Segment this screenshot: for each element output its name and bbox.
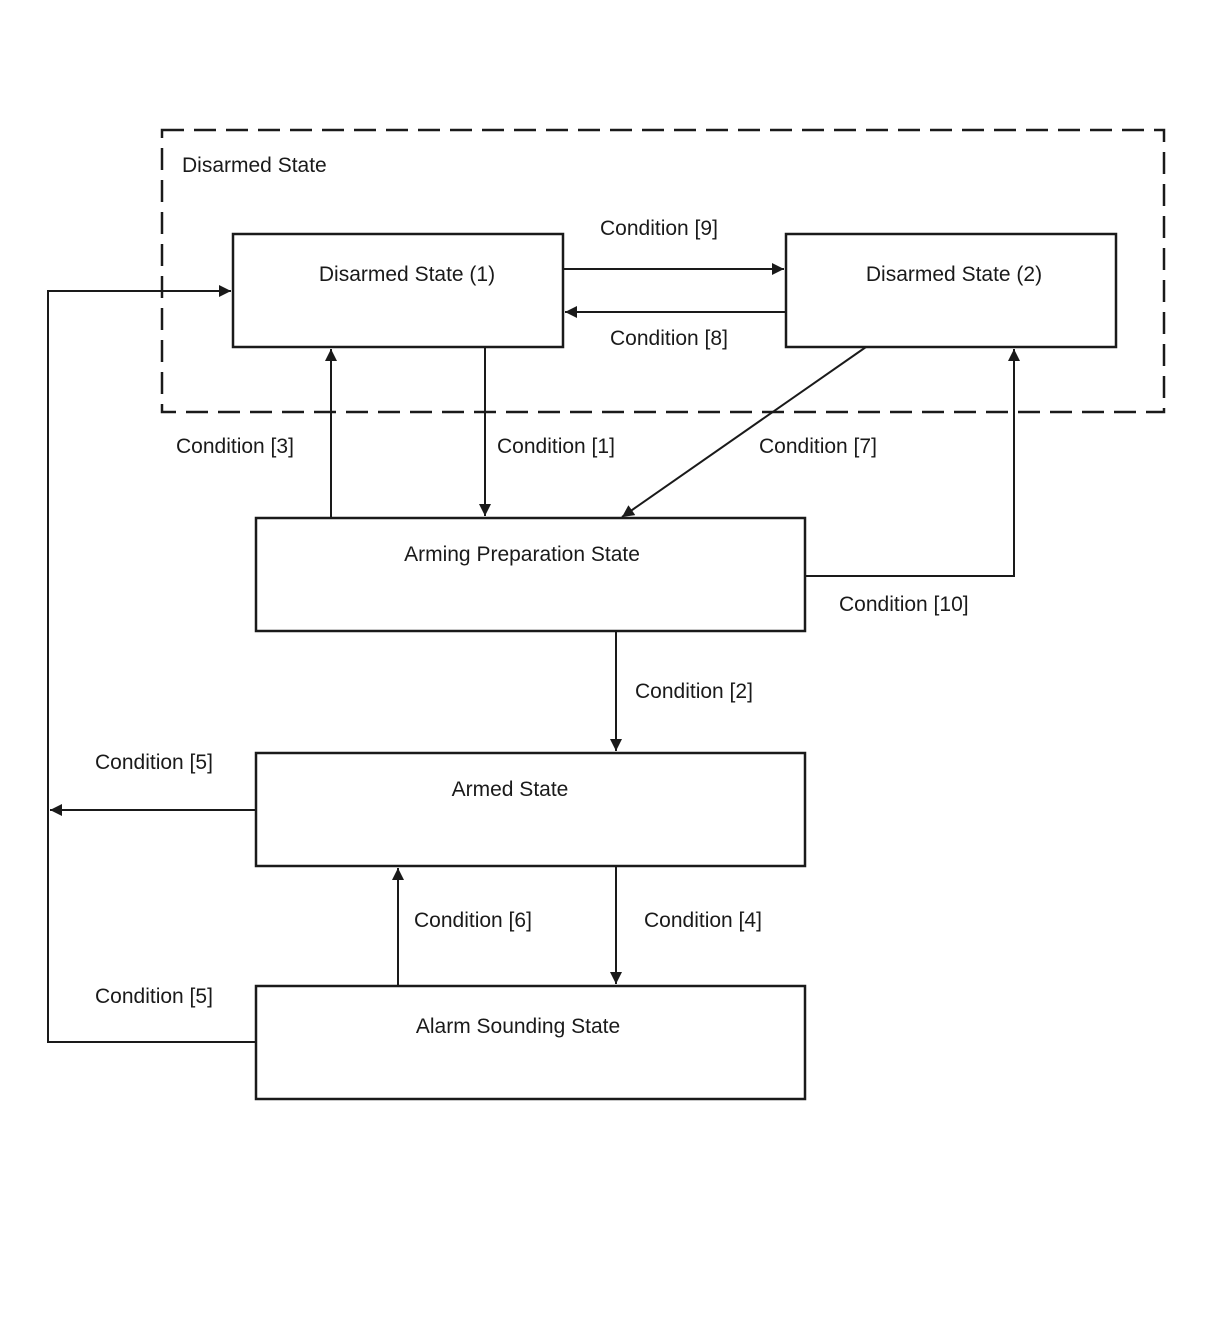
state-disarmed-1-label: Disarmed State (1) [319,263,495,286]
condition-5-armed-label: Condition [5] [95,751,213,774]
condition-10-label: Condition [10] [839,593,969,616]
condition-6-label: Condition [6] [414,909,532,932]
disarmed-state-group-label: Disarmed State [182,154,327,177]
state-disarmed-2: Disarmed State (2) [784,232,1118,349]
edge-condition-5-alarm [47,285,256,1043]
condition-3-label: Condition [3] [176,435,294,458]
edge-condition-7 [621,346,867,518]
state-arming-preparation: Arming Preparation State [254,516,807,633]
condition-2-label: Condition [2] [635,680,753,703]
condition-8-label: Condition [8] [610,327,728,350]
condition-5-alarm-label: Condition [5] [95,985,213,1008]
state-armed-label: Armed State [452,778,569,801]
condition-9-label: Condition [9] [600,217,718,240]
state-alarm-sounding: Alarm Sounding State [254,984,807,1101]
state-alarm-sounding-label: Alarm Sounding State [416,1015,620,1038]
state-disarmed-1: Disarmed State (1) [231,232,565,349]
state-armed: Armed State [254,751,807,868]
state-arming-preparation-label: Arming Preparation State [404,543,640,566]
edge-condition-10 [805,349,1020,577]
condition-7-label: Condition [7] [759,435,877,458]
condition-4-label: Condition [4] [644,909,762,932]
disarmed-state-group [160,128,1166,414]
state-disarmed-2-label: Disarmed State (2) [866,263,1042,286]
condition-1-label: Condition [1] [497,435,615,458]
